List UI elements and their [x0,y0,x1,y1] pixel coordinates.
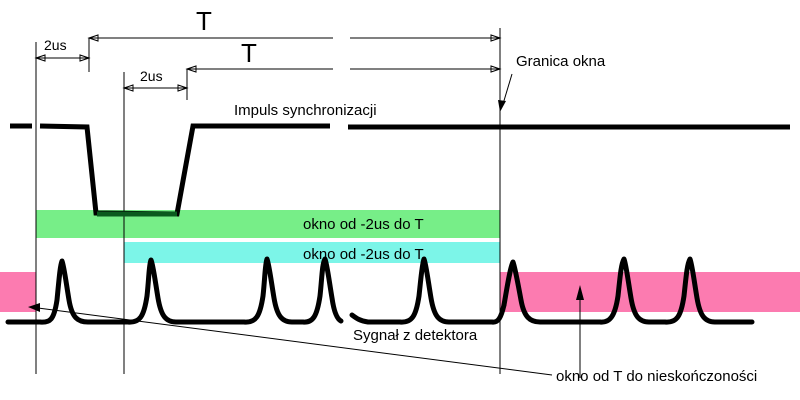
dim-T-lower-arrow-left [185,65,197,73]
dim-2us-lower-label: 2us [140,68,163,84]
sync-pulse-label: Impuls synchronizacji [234,102,377,119]
dim-2us-top-label: 2us [44,37,67,53]
dim-T-top-arrow-right [490,34,502,42]
dim-T-top-arrow-left [87,34,99,42]
sync-pulse-waveform: Impuls synchronizacji [10,102,790,217]
granica-okna-arrowhead [498,100,506,112]
detector-segment-2 [349,256,507,325]
detector-segment-1 [5,256,344,325]
cyan-band [124,242,500,263]
dim-2us-top-arrow-right [79,54,91,62]
pink-window-callout: okno od T do nieskończoności [28,285,757,385]
granica-okna-leader [502,73,513,105]
dim-T-lower-arrow-right [490,65,502,73]
window-boundary-callout: Granica okna [498,53,606,112]
detector-signal-waveform: Sygnał z detektora [5,256,755,344]
pink-band-left [0,272,36,312]
detector-segment-3 [501,256,755,325]
detector-signal-label: Sygnał z detektora [353,327,478,344]
band-labels: okno od -2us do T okno od -2us do T [303,216,424,263]
green-window-label: okno od -2us do T [303,216,424,233]
dimension-T-top: T [87,6,502,42]
dim-2us-lower-arrow-right [177,84,189,92]
dimension-2us-lower: 2us [122,68,189,92]
pink-window-pointer-arrowhead [576,285,584,300]
dim-2us-top-arrow-left [34,54,46,62]
dimension-2us-top: 2us [34,37,91,62]
sync-pulse-segment-2 [39,123,330,217]
pink-window-label: okno od T do nieskończoności [556,368,757,385]
dimension-T-lower: T [185,38,502,73]
dim-T-top-label: T [196,6,212,36]
dim-T-lower-label: T [241,38,257,68]
cyan-window-label: okno od -2us do T [303,246,424,263]
pink-window-leader-arrowhead [28,303,40,312]
pink-band-right [500,272,800,312]
dim-2us-lower-arrow-left [122,84,134,92]
pink-window-leader-line [37,307,553,376]
granica-okna-label: Granica okna [516,53,606,70]
